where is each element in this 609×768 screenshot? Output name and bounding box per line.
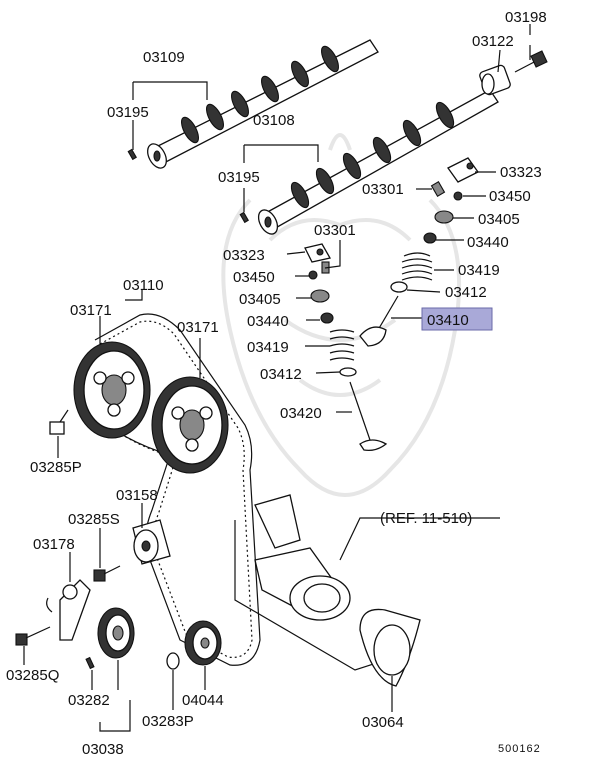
bolt-03198[interactable] bbox=[514, 50, 548, 73]
label-03108[interactable]: 03108 bbox=[253, 112, 295, 129]
pin-03195-b[interactable] bbox=[239, 211, 249, 224]
label-03064[interactable]: 03064 bbox=[362, 714, 404, 731]
label-03283p[interactable]: 03283P bbox=[142, 713, 194, 730]
label-03282[interactable]: 03282 bbox=[68, 692, 110, 709]
label-03285s[interactable]: 03285S bbox=[68, 511, 120, 528]
label-03110[interactable]: 03110 bbox=[123, 277, 164, 294]
camshaft-03108[interactable] bbox=[255, 89, 499, 237]
bolt-03285p[interactable] bbox=[49, 409, 69, 435]
retainer-03405-left[interactable] bbox=[310, 289, 330, 303]
label-03301-right[interactable]: 03301 bbox=[362, 181, 404, 198]
keeper-03440-right[interactable] bbox=[423, 232, 437, 244]
cam-sprocket-03171-left[interactable] bbox=[73, 341, 151, 439]
cam-end-03122[interactable] bbox=[479, 64, 512, 96]
label-03038[interactable]: 03038 bbox=[82, 741, 124, 758]
label-03410[interactable]: 03410 bbox=[427, 312, 469, 329]
label-03171-right[interactable]: 03171 bbox=[177, 319, 219, 336]
engine-reference-sketch bbox=[234, 494, 393, 671]
highlight-03410 bbox=[421, 307, 493, 331]
label-03450-left[interactable]: 03450 bbox=[233, 269, 275, 286]
tensioner-03178[interactable] bbox=[46, 579, 91, 641]
label-03412-right[interactable]: 03412 bbox=[445, 284, 487, 301]
camshaft-03109[interactable] bbox=[144, 39, 379, 171]
rocker-03323-right[interactable] bbox=[447, 157, 479, 183]
nut-03450-right[interactable] bbox=[453, 191, 463, 201]
pulley-04044[interactable] bbox=[184, 620, 222, 666]
seat-03412-right[interactable] bbox=[390, 281, 408, 293]
label-03285q[interactable]: 03285Q bbox=[6, 667, 59, 684]
part-labels: 03198 03122 03109 03195 03108 03195 0332… bbox=[6, 9, 547, 758]
label-03405-right[interactable]: 03405 bbox=[478, 211, 520, 228]
label-03420[interactable]: 03420 bbox=[280, 405, 322, 422]
label-03195-b[interactable]: 03195 bbox=[218, 169, 260, 186]
label-03323-left[interactable]: 03323 bbox=[223, 247, 265, 264]
washer-03283p[interactable] bbox=[166, 652, 180, 670]
label-04044[interactable]: 04044 bbox=[182, 692, 224, 709]
label-03323-right[interactable]: 03323 bbox=[500, 164, 542, 181]
label-03419-right[interactable]: 03419 bbox=[458, 262, 500, 279]
label-03178[interactable]: 03178 bbox=[33, 536, 75, 553]
label-03122[interactable]: 03122 bbox=[472, 33, 514, 50]
label-ref-11-510[interactable]: (REF. 11-510) bbox=[380, 510, 472, 527]
label-03285p[interactable]: 03285P bbox=[30, 459, 82, 476]
retainer-03405-right[interactable] bbox=[434, 210, 454, 224]
cover-03064[interactable] bbox=[359, 608, 421, 687]
spring-03419-left[interactable] bbox=[329, 329, 355, 361]
label-03195-a[interactable]: 03195 bbox=[107, 104, 149, 121]
label-03171-left[interactable]: 03171 bbox=[70, 302, 112, 319]
label-03405-left[interactable]: 03405 bbox=[239, 291, 281, 308]
label-03158[interactable]: 03158 bbox=[116, 487, 158, 504]
leader-lines bbox=[23, 24, 531, 732]
key-03282[interactable] bbox=[85, 656, 95, 670]
bolt-03285s[interactable] bbox=[93, 565, 121, 582]
nut-03450-left[interactable] bbox=[308, 270, 318, 280]
diagram-code: 500162 bbox=[498, 743, 541, 755]
label-03301-left[interactable]: 03301 bbox=[314, 222, 356, 239]
valve-03410[interactable] bbox=[359, 295, 399, 347]
keeper-03440-left[interactable] bbox=[320, 312, 334, 324]
label-03440-right[interactable]: 03440 bbox=[467, 234, 509, 251]
seat-03412-left[interactable] bbox=[339, 367, 357, 377]
spring-03419-right[interactable] bbox=[401, 252, 433, 281]
valve-03420[interactable] bbox=[349, 381, 388, 452]
adjuster-03301-right[interactable] bbox=[430, 181, 446, 197]
label-03450-right[interactable]: 03450 bbox=[489, 188, 531, 205]
bolt-03285q[interactable] bbox=[15, 626, 51, 646]
label-03440-left[interactable]: 03440 bbox=[247, 313, 289, 330]
label-03419-left[interactable]: 03419 bbox=[247, 339, 289, 356]
label-03412-left[interactable]: 03412 bbox=[260, 366, 302, 383]
crank-sprocket-03038[interactable] bbox=[97, 607, 135, 659]
rocker-03323-left[interactable] bbox=[304, 243, 332, 263]
pin-03195-a[interactable] bbox=[127, 148, 137, 161]
idler-pulley-03158[interactable] bbox=[132, 519, 171, 565]
cam-sprocket-03171-right[interactable] bbox=[151, 376, 229, 474]
label-03198[interactable]: 03198 bbox=[505, 9, 547, 26]
label-03109[interactable]: 03109 bbox=[143, 49, 185, 66]
